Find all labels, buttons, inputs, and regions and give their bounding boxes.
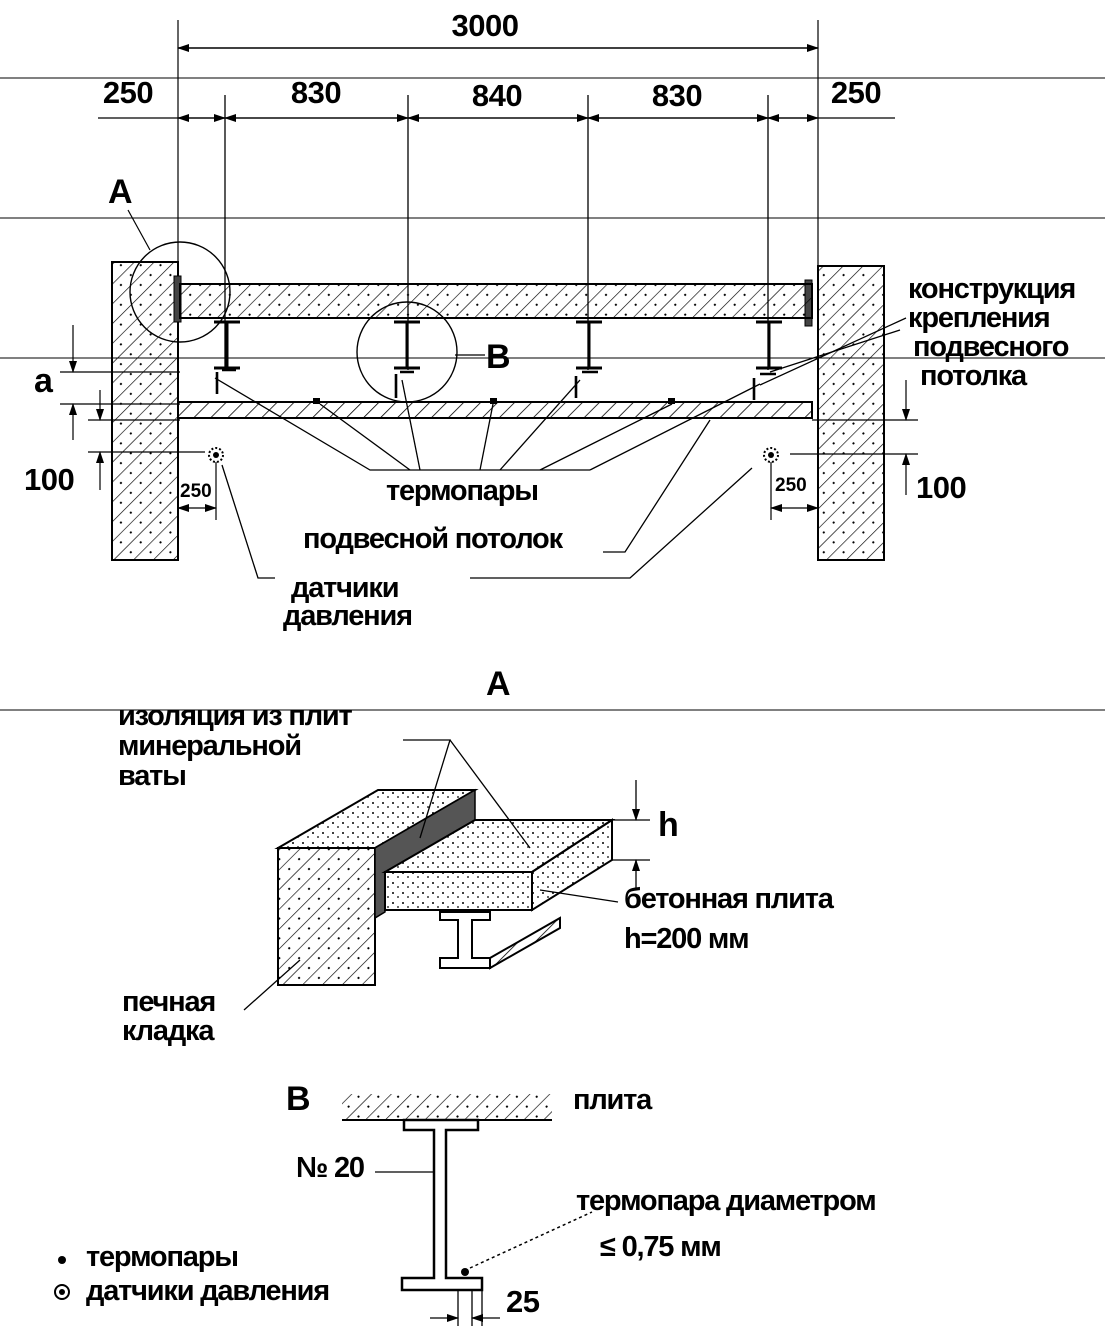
i-beam — [439, 911, 561, 970]
ceiling-hangers — [215, 368, 776, 400]
detail-b-view: B плита № 20 термопара диаметром ≤ 0,75 … — [286, 1080, 877, 1326]
slab-label-2: h=200 мм — [624, 923, 748, 955]
dim-25 — [430, 1284, 500, 1326]
masonry-label-2: кладка — [122, 1015, 215, 1047]
mounting-label-2: крепления — [908, 302, 1050, 334]
mounting-label-4: потолка — [920, 360, 1028, 392]
leader-lines — [214, 317, 907, 579]
concrete-slab — [179, 283, 813, 319]
legend-thermocouples: термопары — [86, 1241, 238, 1273]
dim-gap-a-label: a — [34, 362, 54, 400]
dim-span-2: 840 — [472, 78, 522, 113]
dim-right-margin: 250 — [831, 75, 881, 110]
pressure-sensors — [208, 447, 779, 463]
detail-b-slab — [342, 1094, 552, 1120]
suspended-ceiling-board — [177, 401, 813, 419]
pressure-sensors-label-1: датчики — [291, 572, 398, 604]
slab-label-1: бетонная плита — [624, 883, 835, 915]
dim-left-margin: 250 — [103, 75, 153, 110]
masonry-front — [277, 847, 376, 986]
detail-a-leaders — [243, 739, 619, 1011]
tc-diameter-label-1: термопара диаметром — [576, 1185, 875, 1217]
mounting-label-1: конструкция — [908, 273, 1075, 305]
steel-beams — [214, 320, 782, 370]
dim-span-3: 830 — [652, 78, 702, 113]
dim-total-label: 3000 — [452, 8, 519, 43]
masonry-label-1: печная — [122, 986, 215, 1018]
dim-gap-a — [60, 325, 180, 440]
insulation-label-1: изоляция из плит — [118, 700, 353, 732]
insulation-label-3: ваты — [118, 760, 186, 792]
dim-sensor-right-label: 250 — [775, 475, 807, 496]
dim-offset-right-label: 100 — [916, 470, 966, 505]
dim-total: 3000 — [177, 8, 819, 290]
thermocouple-points — [313, 398, 675, 404]
left-furnace-wall — [111, 261, 179, 561]
dim-25-label: 25 — [506, 1284, 540, 1319]
dim-offset-right — [790, 380, 918, 495]
dim-sensor-right — [770, 462, 819, 520]
callout-a-circle — [129, 241, 231, 343]
pressure-sensors-label-2: давления — [283, 600, 412, 632]
mounting-label-3: подвесного — [913, 331, 1069, 363]
legend: термопары датчики давления — [54, 1241, 330, 1307]
slab-front — [384, 871, 533, 911]
dim-span-1: 830 — [291, 75, 341, 110]
dim-offset-left-label: 100 — [24, 462, 74, 497]
callout-b-label: B — [486, 338, 511, 376]
dim-sensor-left-label: 250 — [180, 481, 212, 502]
callout-a-label: A — [108, 173, 133, 211]
thermocouples-label: термопары — [386, 475, 538, 507]
right-furnace-wall — [817, 265, 885, 561]
insulation-label-2: минеральной — [118, 730, 301, 762]
tc-diameter-label-2: ≤ 0,75 мм — [600, 1231, 721, 1263]
detail-a-view: A h изоляция из плит мин — [118, 665, 836, 1047]
suspended-ceiling-label: подвесной потолок — [303, 523, 564, 555]
dim-h — [612, 780, 650, 890]
legend-pressure-sensors: датчики давления — [86, 1275, 329, 1307]
dim-offset-left — [88, 390, 205, 490]
guide-lines — [0, 77, 1105, 711]
detail-b-thermocouple — [461, 1268, 469, 1276]
detail-b-slab-label: плита — [573, 1084, 653, 1116]
detail-a-title: A — [486, 665, 511, 703]
dim-segments — [98, 95, 895, 370]
legend-thermocouple-icon — [58, 1256, 66, 1264]
top-section-view: 3000 250 830 840 830 250 — [0, 8, 1105, 711]
legend-pressure-sensor-icon — [54, 1284, 70, 1300]
detail-b-title: B — [286, 1080, 311, 1118]
dim-sensor-left — [177, 462, 217, 520]
dim-h-label: h — [658, 806, 679, 844]
detail-b-i-beam — [400, 1118, 484, 1292]
beam-number-label: № 20 — [296, 1152, 364, 1184]
